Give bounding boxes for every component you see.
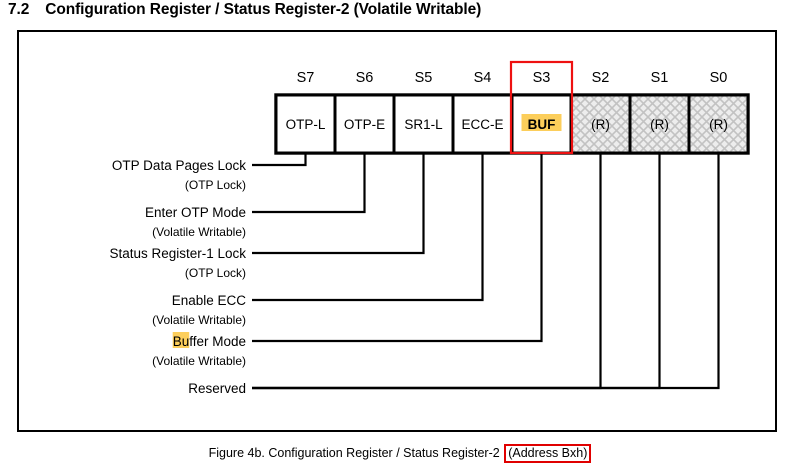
section-number: 7.2 (8, 1, 30, 18)
callout-label-s3: Buffer Mode (173, 334, 246, 349)
callout-sublabel-s7: (OTP Lock) (185, 178, 246, 192)
register-cell-label-s2: (R) (591, 117, 610, 132)
callout-sublabel-s3: (Volatile Writable) (152, 354, 246, 368)
callout-labels: OTP Data Pages Lock (OTP Lock) Enter OTP M… (109, 158, 246, 396)
leader-line-s2 (252, 153, 602, 390)
callout-label-s2: Reserved (188, 381, 246, 396)
bit-header-s6: S6 (356, 70, 374, 86)
bit-header-s0: S0 (710, 70, 728, 86)
bit-header-s4: S4 (474, 70, 492, 86)
figure-caption-text: Figure 4b. Configuration Register / Stat… (208, 446, 504, 460)
register-cell-label-s4: ECC-E (461, 117, 503, 132)
register-cell-label-s7: OTP-L (286, 117, 326, 132)
bit-header-s3: S3 (533, 70, 551, 86)
callout-sublabel-s4: (Volatile Writable) (152, 313, 246, 327)
bit-header-s1: S1 (651, 70, 669, 86)
figure-address-badge: (Address Bxh) (504, 444, 592, 463)
register-cell-label-s3: BUF (528, 117, 556, 132)
leader-lines (252, 153, 720, 390)
register-cell-s7[interactable] (274, 93, 337, 155)
highlight-box-s3 (509, 60, 574, 155)
leader-line-s7 (252, 153, 307, 167)
leader-line-s3 (252, 153, 543, 343)
bit-header-row: S7 S6 S5 S4 S3 S2 S1 S0 (297, 70, 728, 86)
leader-line-s4 (252, 153, 484, 302)
bit-header-s7: S7 (297, 70, 315, 86)
leader-line-s6 (252, 153, 366, 214)
callout-sublabel-s6: (Volatile Writable) (152, 225, 246, 239)
bit-header-s5: S5 (415, 70, 433, 86)
callout-label-s6: Enter OTP Mode (145, 205, 246, 220)
register-cell-label-s0: (R) (709, 117, 728, 132)
diagram-frame (17, 30, 777, 432)
callout-label-s4: Enable ECC (172, 293, 247, 308)
callout-sublabel-s5: (OTP Lock) (185, 266, 246, 280)
register-cell-label-s1: (R) (650, 117, 669, 132)
highlight-boxes (509, 60, 574, 155)
callout-label-s5: Status Register-1 Lock (109, 246, 246, 261)
section-heading-text: Configuration Register / Status Register… (45, 1, 482, 18)
figure-caption: Figure 4b. Configuration Register / Stat… (0, 444, 800, 463)
bit-header-s2: S2 (592, 70, 610, 86)
leader-line-s0 (252, 153, 720, 390)
leader-line-s1 (252, 153, 661, 390)
section-title: 7.2 Configuration Register / Status Regis… (8, 1, 481, 19)
leader-line-s5 (252, 153, 425, 255)
callout-label-s7: OTP Data Pages Lock (112, 158, 246, 173)
register-cell-label-s5: SR1-L (404, 117, 443, 132)
register-cell-label-s6: OTP-E (344, 117, 385, 132)
